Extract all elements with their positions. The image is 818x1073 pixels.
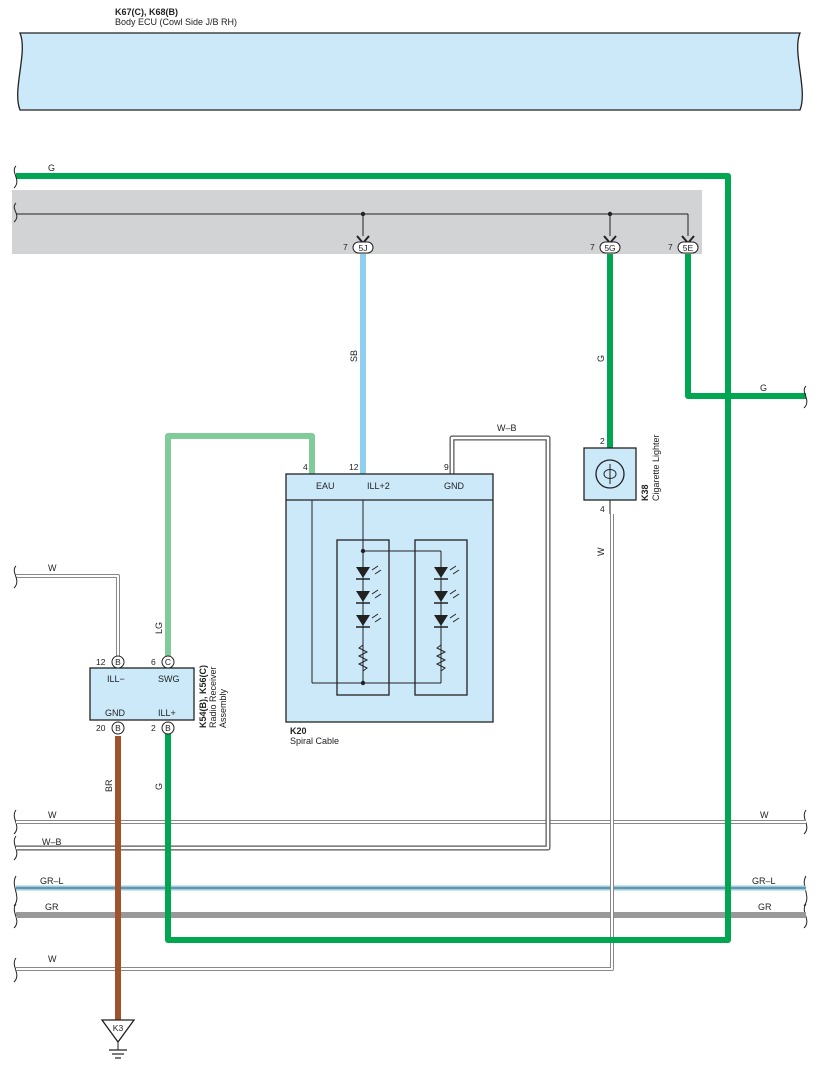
wire-label: W <box>48 563 57 573</box>
radio-label: ILL− <box>107 674 125 684</box>
wire-label: G <box>48 163 55 173</box>
radio-conn: C <box>165 657 171 667</box>
radio-label: SWG <box>158 674 180 684</box>
junction-pin-num: 7 <box>590 242 595 252</box>
junction-conn: 5E <box>683 243 694 253</box>
wire-label: GR <box>758 902 772 912</box>
radio-pin: 12 <box>96 657 106 667</box>
radio-conn: B <box>115 723 121 733</box>
led-icon <box>356 589 382 604</box>
wire-label: GR <box>45 902 59 912</box>
radio-conn: B <box>165 723 171 733</box>
wire-lg <box>165 433 315 656</box>
lighter-pin-top: 2 <box>600 436 605 446</box>
radio-name-2: Assembly <box>218 688 228 728</box>
resistor-icon <box>435 644 447 672</box>
wire-label: LG <box>154 622 164 634</box>
junction-pin-num: 7 <box>668 242 673 252</box>
wire-label: GR–L <box>752 876 776 886</box>
spiral-label-gnd: GND <box>444 481 465 491</box>
lighter-pin-bottom: 4 <box>600 504 605 514</box>
wire-label: G <box>154 783 164 790</box>
wire-label: G <box>760 383 767 393</box>
radio-pin: 6 <box>151 657 156 667</box>
wire-label: W <box>48 954 57 964</box>
body-ecu-box <box>17 32 803 111</box>
radio-conn: B <box>115 657 121 667</box>
led-icon <box>434 613 460 628</box>
ground-code: K3 <box>113 1023 124 1033</box>
wire-label: G <box>596 355 606 362</box>
wire-label: W–B <box>42 837 62 847</box>
connector-pill <box>677 241 699 254</box>
led-icon <box>434 565 460 580</box>
radio-code: K54(B), K56(C) <box>198 665 208 728</box>
wire-label: BR <box>104 779 114 792</box>
led-icon <box>356 613 382 628</box>
wire-g-main <box>16 173 731 943</box>
wire-label: W <box>596 547 606 556</box>
lighter-code: K38 <box>640 484 650 501</box>
spiral-label-eau: EAU <box>316 481 335 491</box>
junction-conn: 5G <box>604 243 615 253</box>
connector-pill <box>599 241 621 254</box>
ground-connector <box>100 1019 136 1044</box>
radio-pin: 2 <box>151 723 156 733</box>
junction-conn: 5J <box>359 243 368 253</box>
junction-pin-num: 7 <box>343 242 348 252</box>
radio-pin: 20 <box>96 723 106 733</box>
ecu-name: Body ECU (Cowl Side J/B RH) <box>115 17 237 27</box>
spiral-code: K20 <box>290 726 307 736</box>
wire-label: W <box>760 810 769 820</box>
radio-label: GND <box>105 708 126 718</box>
wire-w-radio <box>16 574 120 656</box>
radio-label: ILL+ <box>158 708 176 718</box>
spiral-name: Spiral Cable <box>290 736 339 746</box>
wire-label: W <box>48 810 57 820</box>
led-icon <box>356 565 382 580</box>
wire-label: W–B <box>497 423 517 433</box>
junction-dot <box>607 211 613 217</box>
junction-dot <box>360 211 366 217</box>
resistor-icon <box>357 644 369 672</box>
led-icon <box>434 589 460 604</box>
ecu-code: K67(C), K68(B) <box>115 7 178 17</box>
spiral-label-ill: ILL+2 <box>367 481 390 491</box>
radio-receiver-box <box>89 667 195 721</box>
lighter-name: Cigarette Lighter <box>651 434 661 501</box>
wire-label: SB <box>349 350 359 362</box>
spiral-pin-gnd: 9 <box>444 462 449 472</box>
connector-pill <box>352 241 374 254</box>
wire-label: GR–L <box>40 876 64 886</box>
spiral-pin-eau: 4 <box>303 462 308 472</box>
spiral-pin-ill: 12 <box>349 462 359 472</box>
radio-name-1: Radio Receiver <box>208 666 218 728</box>
wire-g-right <box>685 254 806 399</box>
junction-break-mark <box>13 202 18 223</box>
